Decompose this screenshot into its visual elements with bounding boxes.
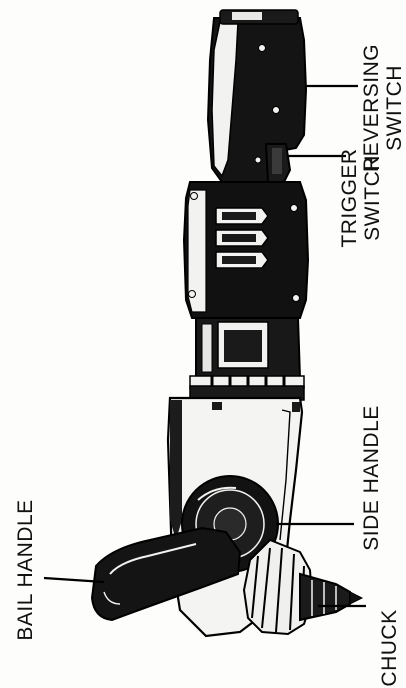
label-trigger-switch-1: TRIGGER xyxy=(338,148,361,247)
chuck xyxy=(242,538,364,636)
leader-lines xyxy=(43,84,366,608)
label-side-handle: SIDE HANDLE xyxy=(360,405,383,551)
trigger-switch xyxy=(264,143,292,183)
rear-grip xyxy=(206,9,308,183)
label-bail-handle: BAIL HANDLE xyxy=(14,499,37,640)
bail-handle xyxy=(90,526,242,622)
gear-collar xyxy=(189,317,305,401)
label-trigger-switch-2: SWITCH xyxy=(361,155,384,241)
label-reversing-switch-1: REVERSING xyxy=(360,44,383,172)
motor-housing xyxy=(182,181,310,319)
label-chuck: CHUCK xyxy=(378,609,401,686)
leader-bail-handle xyxy=(43,576,105,584)
label-reversing-switch-2: SWITCH xyxy=(383,65,406,151)
